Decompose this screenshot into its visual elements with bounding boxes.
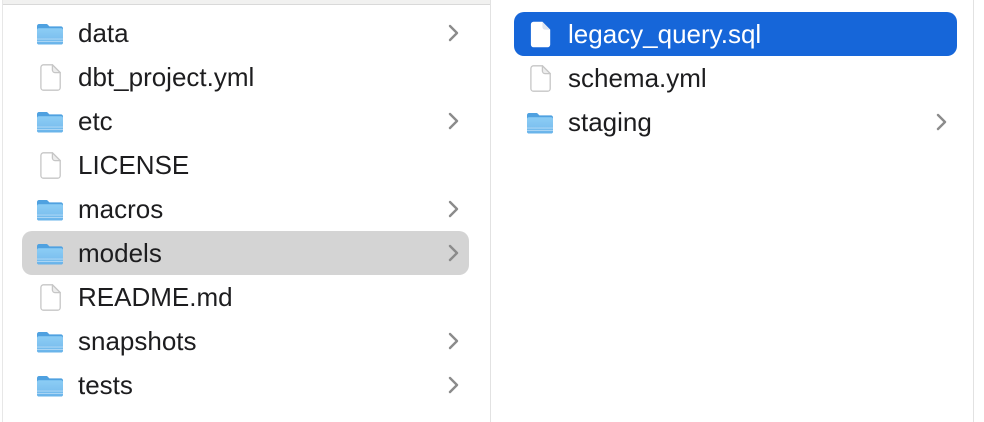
column-resize-divider[interactable] — [490, 0, 491, 422]
item-label: legacy_query.sql — [568, 18, 762, 49]
chevron-right-icon — [936, 113, 947, 131]
row-models-selected[interactable]: models — [22, 231, 469, 275]
folder-icon — [526, 107, 554, 137]
row-readme-md[interactable]: README.md — [22, 275, 469, 319]
item-label: schema.yml — [568, 62, 707, 93]
chevron-right-icon — [448, 200, 459, 218]
item-label: etc — [78, 105, 113, 136]
row-macros[interactable]: macros — [22, 187, 469, 231]
document-icon — [36, 62, 64, 92]
header-separator — [3, 0, 490, 5]
item-label: staging — [568, 106, 652, 137]
document-icon — [36, 282, 64, 312]
folder-icon — [36, 194, 64, 224]
folder-icon — [36, 18, 64, 48]
row-tests[interactable]: tests — [22, 363, 469, 407]
row-data[interactable]: data — [22, 11, 469, 55]
item-label: macros — [78, 193, 164, 224]
chevron-right-icon — [448, 376, 459, 394]
column-resize-divider[interactable] — [973, 0, 974, 422]
row-snapshots[interactable]: snapshots — [22, 319, 469, 363]
row-etc[interactable]: etc — [22, 99, 469, 143]
left-edge-divider — [2, 0, 3, 422]
item-label: snapshots — [78, 325, 197, 356]
folder-icon — [36, 370, 64, 400]
document-icon — [526, 63, 554, 93]
document-icon — [36, 150, 64, 180]
item-label: dbt_project.yml — [78, 61, 255, 92]
item-label: models — [78, 237, 162, 268]
row-staging[interactable]: staging — [514, 100, 957, 144]
item-label: data — [78, 17, 129, 48]
item-label: README.md — [78, 281, 233, 312]
column-project-root: data dbt_project.yml etc LICENSE macros … — [3, 0, 490, 422]
folder-icon — [36, 106, 64, 136]
folder-icon — [36, 238, 64, 268]
folder-icon — [36, 326, 64, 356]
column-models-contents: legacy_query.sql schema.yml staging — [492, 0, 973, 422]
item-label: LICENSE — [78, 149, 190, 180]
chevron-right-icon — [448, 332, 459, 350]
chevron-right-icon — [448, 112, 459, 130]
chevron-right-icon — [448, 244, 459, 262]
row-license[interactable]: LICENSE — [22, 143, 469, 187]
chevron-right-icon — [448, 24, 459, 42]
document-icon — [526, 19, 554, 49]
item-label: tests — [78, 369, 133, 400]
row-dbt-project-yml[interactable]: dbt_project.yml — [22, 55, 469, 99]
row-legacy-query-sql-selected[interactable]: legacy_query.sql — [514, 12, 957, 56]
row-schema-yml[interactable]: schema.yml — [514, 56, 957, 100]
